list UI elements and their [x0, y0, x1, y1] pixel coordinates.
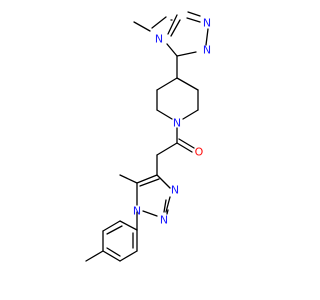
- piperidine-ring: [156, 77, 199, 120]
- c-methyl-bond: [119, 174, 138, 184]
- atom-n-triazole-b-label: N: [203, 17, 211, 30]
- atom-n-triazole-c-label: N: [171, 184, 179, 197]
- tolyl-ring: [102, 220, 138, 262]
- methyl-triazole-ring: [151, 11, 209, 57]
- para-methyl-bond: [85, 250, 104, 262]
- n-methyl-bond: [133, 21, 151, 32]
- lower-triazole-ring: [136, 174, 171, 217]
- atom-n-methyl-label: N: [155, 33, 163, 46]
- atom-o-carbonyl-label: O: [195, 146, 204, 159]
- atom-n-triazole-d-label: N: [160, 214, 168, 227]
- atom-n-triazole-a-label: N: [203, 44, 211, 57]
- amide-group: [156, 127, 195, 156]
- atom-n-piperidine-label: N: [173, 117, 181, 130]
- molecule-structure: N N N N O N N N: [85, 11, 211, 262]
- atom-n-triazole-e-label: N: [133, 205, 141, 218]
